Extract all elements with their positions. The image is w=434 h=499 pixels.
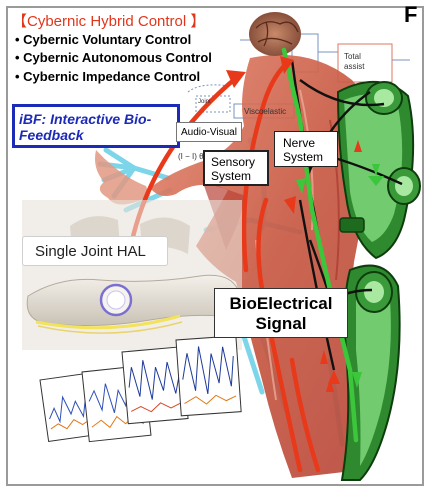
sensory-system-box: Sensory System [203,150,269,186]
total-fragment-label: Total [344,52,361,61]
nerve-system-box: Nerve System [274,131,338,167]
sensory-system-label: Sensory System [211,155,256,183]
red-arrowheads [226,56,362,384]
ibf-label: iBF: Interactive Bio-Feedback [19,111,152,143]
motor-signal-lines [281,47,359,443]
figure-border [6,6,424,486]
formula-fragment-label: (I − I) θ + [178,152,211,161]
viscoelastic-fragment-label: Viscoelastic [244,107,287,116]
bullet-impedance-control: • Cybernic Impedance Control [15,69,201,84]
green-arrows [296,164,384,388]
audio-visual-label: Audio-Visual [181,127,237,138]
assist-fragment-label: assist [344,62,365,71]
bullet-autonomous-control: • Cybernic Autonomous Control [15,50,212,65]
bullet-voluntary-control: • Cybernic Voluntary Control [15,32,192,47]
ibf-label-box: iBF: Interactive Bio-Feedback [12,104,180,148]
bioelectrical-signal-box: BioElectrical Signal [214,288,348,338]
bioelectrical-signal-label: BioElectrical Signal [229,294,333,333]
audio-visual-box: Audio-Visual [176,122,242,142]
figure-title: 【Cybernic Hybrid Control 】 [12,13,206,30]
panel-letter: F [404,2,418,27]
brain-icon [249,12,301,56]
single-joint-hal-device [22,200,242,350]
joint-fragment-label: Joint [198,99,211,105]
nerve-system-label: Nerve System [283,136,324,164]
single-joint-hal-label: Single Joint HAL [35,243,146,260]
small-red-arrows [320,350,334,392]
single-joint-hal-box: Single Joint HAL [22,236,168,266]
emg-signal-plots [39,335,242,443]
